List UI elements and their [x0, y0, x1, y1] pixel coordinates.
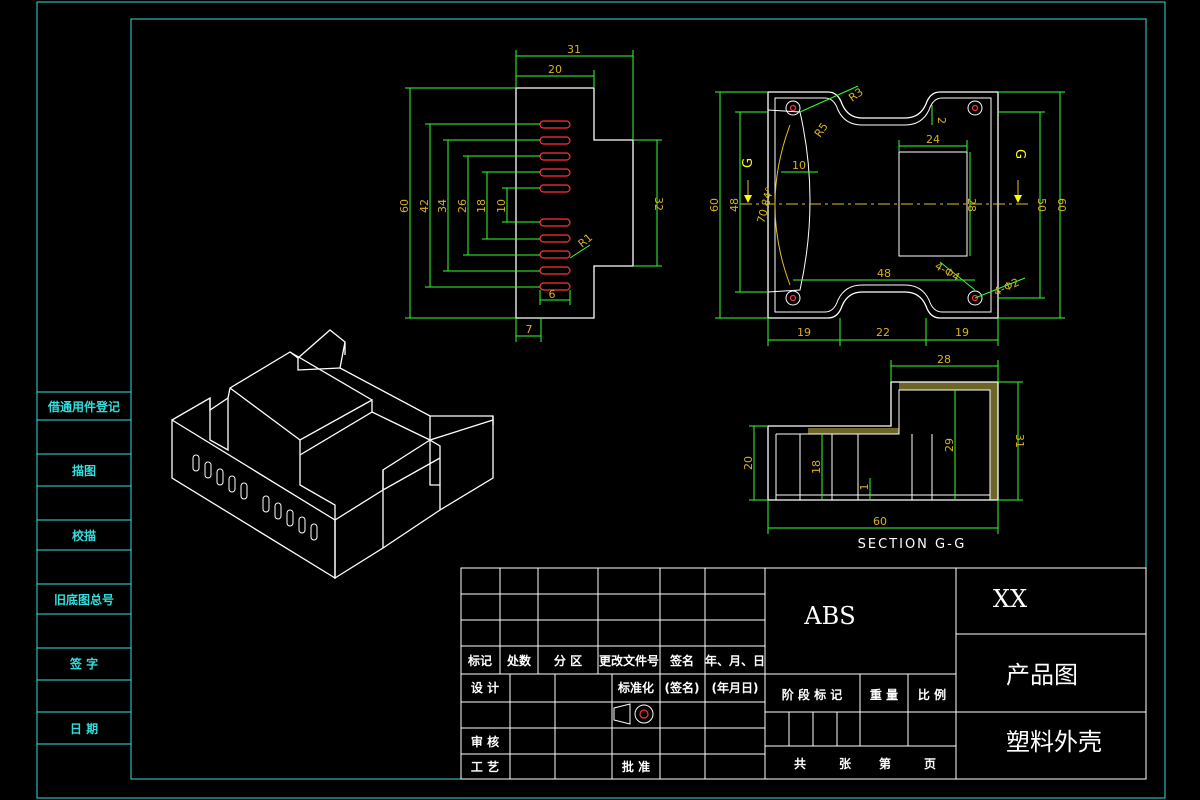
sec-dim-1: 1: [858, 484, 871, 491]
top-right-view: 60 48 50 60 24 28 10 70.84° 48 R5 R3 2 4…: [708, 85, 1068, 346]
stage-label: 阶 段 标 记: [782, 687, 843, 702]
section-label: SECTION G-G: [858, 537, 967, 552]
dim-60: 60: [398, 199, 411, 213]
top-left-view: 31 20 60 42 34 26 18 10 32 R1 6 7: [398, 43, 665, 342]
dim-19b: 19: [955, 326, 969, 339]
dim-28: 28: [965, 198, 978, 212]
sec-dim-28: 28: [937, 353, 951, 366]
sec-dim-29: 29: [943, 438, 956, 452]
dim-50: 50: [1035, 198, 1048, 212]
dim-32: 32: [652, 197, 665, 211]
dim-31: 31: [567, 43, 581, 56]
dim-6: 6: [549, 288, 556, 301]
dim-48h: 48: [877, 267, 891, 280]
approve-label: 批 准: [622, 759, 650, 774]
section-mark-left: G: [741, 158, 756, 168]
side-label-4: 旧底图总号: [54, 592, 114, 607]
sign-label: (签名): [665, 680, 700, 695]
design-label: 设 计: [471, 680, 499, 695]
sheet-total-label: 共: [794, 756, 806, 771]
dim-2: 2: [935, 117, 948, 124]
rev-header-5: 签名: [669, 653, 694, 668]
dim-10: 10: [495, 199, 508, 213]
rev-header-6: 年、月、日: [705, 653, 765, 668]
side-label-6: 日 期: [70, 721, 98, 736]
rev-header-3: 分 区: [554, 653, 582, 668]
part-name: 塑料外壳: [1006, 728, 1102, 756]
sec-dim-18: 18: [810, 460, 823, 474]
scale-label: 比 例: [918, 687, 946, 702]
sec-dim-31: 31: [1013, 434, 1026, 448]
dim-r3: R3: [846, 85, 865, 104]
dim-26: 26: [456, 199, 469, 213]
projection-symbol-icon: [613, 703, 654, 725]
sec-dim-20: 20: [742, 456, 755, 470]
sheet-label: 张: [839, 756, 852, 771]
dim-angle: 70.84°: [755, 186, 777, 225]
company: XX: [993, 585, 1027, 613]
rev-header-4: 更改文件号: [599, 653, 659, 668]
outer-frame: [36, 1, 1166, 799]
nth-label: 第: [879, 756, 891, 771]
dim-r1: R1: [576, 231, 596, 250]
dim-48v: 48: [728, 198, 741, 212]
dim-10r: 10: [792, 159, 806, 172]
material: ABS: [803, 602, 855, 630]
dim-22: 22: [876, 326, 890, 339]
dim-20: 20: [548, 63, 562, 76]
check-label: 审 核: [471, 734, 499, 749]
weight-label: 重 量: [870, 687, 898, 702]
drawing-type: 产品图: [1006, 661, 1078, 689]
isometric-view: [171, 329, 494, 580]
dim-24: 24: [926, 133, 940, 146]
date-label: (年月日): [712, 680, 759, 695]
dim-7: 7: [526, 323, 533, 336]
dim-phi2: 4-Φ2: [992, 276, 1022, 299]
title-block: 标记 处数 分 区 更改文件号 签名 年、月、日 设 计 标准化 (签名) (年…: [460, 567, 1147, 780]
sec-dim-60: 60: [873, 515, 887, 528]
rev-header-1: 标记: [467, 653, 492, 668]
process-label: 工 艺: [471, 759, 499, 774]
side-label-2: 描图: [72, 463, 96, 478]
dim-18: 18: [475, 199, 488, 213]
dim-r5: R5: [812, 120, 831, 139]
dim-34: 34: [436, 199, 449, 213]
side-panel: 借通用件登记 描图 校描 旧底图总号 签 字 日 期: [37, 399, 131, 745]
side-label-5: 签 字: [69, 656, 98, 671]
side-label-3: 校描: [72, 528, 96, 543]
dim-60v: 60: [1055, 198, 1068, 212]
section-view: 28 20 18 29 31 1 60 SECTION G-G: [742, 353, 1026, 552]
dim-r60: 60: [708, 198, 721, 212]
dim-42: 42: [418, 199, 431, 213]
dim-19a: 19: [797, 326, 811, 339]
page-label: 页: [924, 757, 936, 771]
side-label-1: 借通用件登记: [47, 399, 120, 414]
standard-label: 标准化: [617, 680, 654, 695]
rev-header-2: 处数: [506, 653, 532, 668]
section-mark-right: G: [1012, 149, 1027, 159]
